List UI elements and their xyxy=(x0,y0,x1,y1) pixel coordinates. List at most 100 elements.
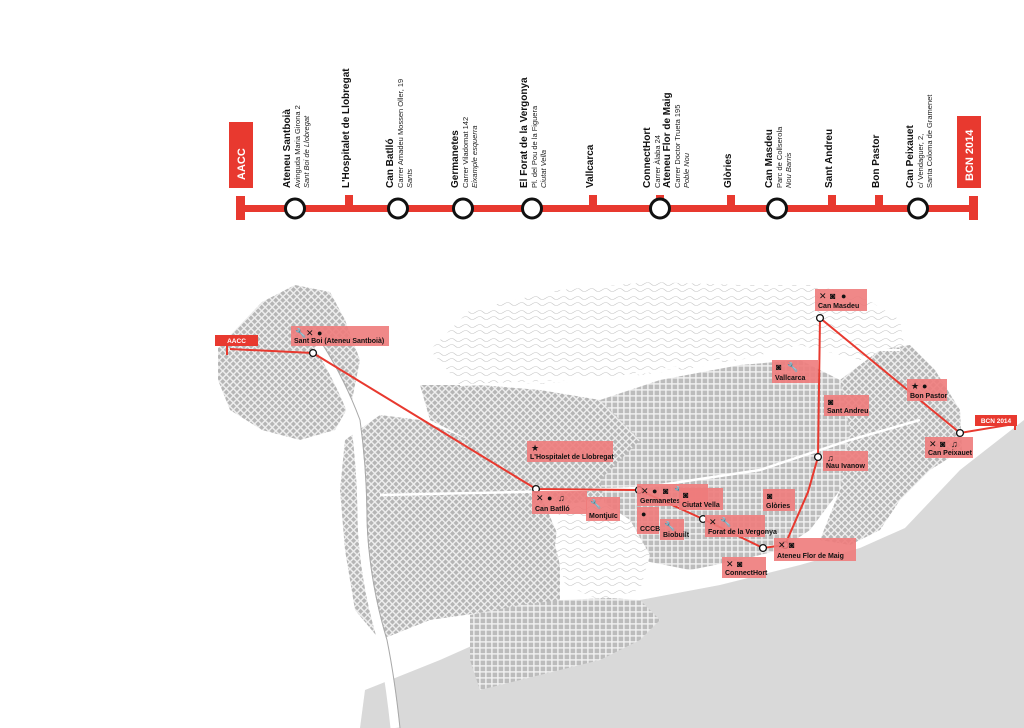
station-district: Sant Boi de Llobregat xyxy=(302,115,311,188)
camera-icon: ◙ xyxy=(830,291,836,301)
map-point-name: Can Masdeu xyxy=(818,303,859,310)
map-point-name: Germanetes xyxy=(640,498,681,505)
map-label-box xyxy=(527,441,613,462)
llobregat-river xyxy=(314,342,400,728)
music-icon: ♫ xyxy=(558,493,565,503)
map-label-box xyxy=(291,326,389,346)
map-point-sant-boi-ateneu-santboia: 🔧✕●Sant Boi (Ateneu Santboià) xyxy=(291,326,389,346)
station-name: Glòries xyxy=(723,153,734,188)
llobregat-river-edge xyxy=(322,344,401,728)
camera-icon: ◙ xyxy=(767,491,773,501)
llobregat-area xyxy=(218,285,360,440)
station-glories: Glòries xyxy=(723,153,734,188)
station-sant-andreu: Sant Andreu xyxy=(824,129,835,188)
eixample xyxy=(600,360,850,570)
map-point-name: Can Peixauet xyxy=(928,450,973,457)
map-point-ciutat-vella: ◙Ciutat Vella xyxy=(679,488,723,510)
map-point-biobuilt: 🔧Biobuilt xyxy=(660,519,690,540)
map-stop-santboi xyxy=(308,348,318,358)
map-point-name: CCCB xyxy=(640,526,660,533)
end-terminal: BCN 2014 xyxy=(957,116,981,188)
station-name: Can Peixauet xyxy=(905,125,916,188)
map-label-box xyxy=(763,489,795,511)
map-point-nau-ivanow: ♫Nau Ivanow xyxy=(823,451,868,471)
station-vallcarca: Vallcarca xyxy=(585,144,596,188)
diagonal-road xyxy=(379,418,921,497)
map-point-sant-andreu: ◙Sant Andreu xyxy=(824,395,869,416)
tools-icon: ✕ xyxy=(929,439,937,449)
camera-icon: ◙ xyxy=(737,559,743,569)
map-stop-nauivanow xyxy=(813,452,823,462)
map-label-box xyxy=(907,379,947,401)
map-point-forat-de-la-vergonya: ✕🔧 Forat de la Vergonya xyxy=(705,515,777,537)
map-point-l-hospitalet-de-llobregat: ★L'Hospitalet de Llobregat xyxy=(527,441,614,462)
map-point-name: ConnectHort xyxy=(725,570,768,577)
start-terminal-label: AACC xyxy=(236,148,248,180)
camera-icon: ◙ xyxy=(828,397,834,407)
wrench-icon: 🔧 xyxy=(295,327,306,338)
station-circle xyxy=(452,197,474,220)
route-start-tick xyxy=(226,344,228,355)
wrench-icon: 🔧 xyxy=(720,516,731,527)
map-point-name: Montjuïc xyxy=(589,513,618,520)
station-bon-pastor: Bon Pastor xyxy=(871,135,882,188)
map-label-box xyxy=(705,515,765,537)
map-point-name: Sant Boi (Ateneu Santboià) xyxy=(294,338,384,345)
tools-icon: ✕ xyxy=(709,517,717,527)
station-address: Carrer Doctor Trueta 195 xyxy=(673,105,682,188)
map-point-connecthort: ✕◙ConnectHort xyxy=(722,557,768,578)
station-tick xyxy=(589,195,597,206)
map-point-name: Forat de la Vergonya xyxy=(708,529,777,536)
star-icon: ★ xyxy=(531,443,539,453)
map-point-can-batllo: ✕●♫Can Batlló xyxy=(532,491,587,514)
tools-icon: ✕ xyxy=(641,486,649,496)
map-label-box xyxy=(586,497,620,521)
port xyxy=(470,598,660,690)
station-district: Ciutat Vella xyxy=(539,150,548,188)
map-label-box xyxy=(925,437,973,458)
chat-icon: ● xyxy=(922,381,927,391)
station-circle xyxy=(284,197,306,220)
map-start-terminal xyxy=(215,335,258,346)
station-address: Carrer Amadeu Mossen Oller, 19 xyxy=(396,79,405,188)
station-district: Nou Barris xyxy=(784,152,793,188)
station-circle xyxy=(766,197,788,220)
tools-icon: ✕ xyxy=(778,540,786,550)
map-label-box xyxy=(532,491,587,514)
station-circle xyxy=(521,197,543,220)
map-point-ateneu-flor-de-maig: ✕◙Ateneu Flor de Maig xyxy=(774,538,856,561)
chat-icon: ● xyxy=(841,291,846,301)
map-stop-canmasdeu xyxy=(815,313,825,323)
map-point-name: Bon Pastor xyxy=(910,393,948,400)
map-label-box xyxy=(824,395,869,416)
station-name: El Forat de la Vergonya xyxy=(519,77,530,188)
wrench-icon: 🔧 xyxy=(787,361,798,372)
wrench-icon: 🔧 xyxy=(664,520,675,531)
star-icon: ★ xyxy=(911,381,919,391)
ring-road xyxy=(459,349,900,386)
station-name: L'Hospitalet de Llobregat xyxy=(341,68,352,188)
map-label-box xyxy=(815,289,867,311)
station-district: Eixample esquerra xyxy=(470,125,479,188)
station-district: Poble Nou xyxy=(682,152,691,188)
map-point-name: Ciutat Vella xyxy=(682,502,720,509)
tools-icon: ✕ xyxy=(306,328,314,338)
start-terminal: AACC xyxy=(229,122,253,188)
map-point-can-masdeu: ✕◙●Can Masdeu xyxy=(815,289,867,311)
music-icon: ♫ xyxy=(951,439,958,449)
station-address: Carrer Viladomat 142 xyxy=(461,117,470,188)
chat-icon: ● xyxy=(652,486,657,496)
station-marks xyxy=(284,195,929,220)
map-stop-connecthort xyxy=(758,543,768,553)
map-point-cccb: ●CCCB xyxy=(637,507,660,534)
station-name: Can Batlló xyxy=(385,139,396,188)
map-point-name: L'Hospitalet de Llobregat xyxy=(530,454,614,461)
station-circle xyxy=(649,197,671,220)
